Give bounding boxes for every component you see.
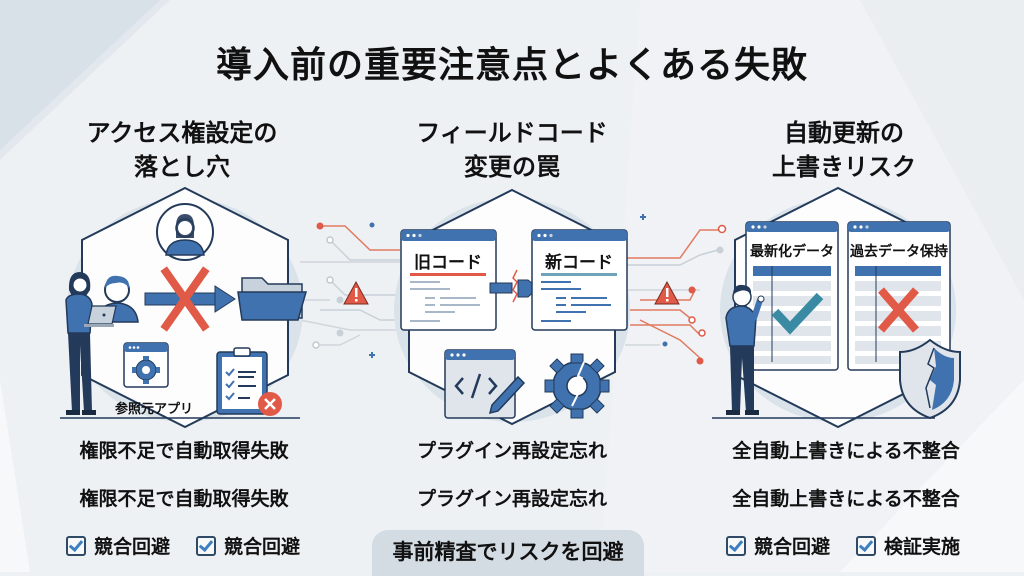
illustration-access: 参照元アプリ	[60, 186, 307, 429]
check-item: 競合回避	[726, 532, 830, 559]
folder-icon	[237, 277, 307, 321]
latest-data-window: 最新化データ	[745, 221, 839, 371]
check-label: 検証実施	[884, 536, 961, 558]
summary-banner: 事前精査でリスクを回避	[372, 530, 644, 576]
illustration-autoupdate: 最新化データ 過去データ保持	[712, 186, 961, 429]
column-title-access: アクセス権設定の 落とし穴	[32, 116, 332, 184]
illustration-fieldcode: 旧コード 新コード	[394, 188, 630, 426]
person-with-laptop-icon	[65, 272, 117, 415]
column-title-line1: フィールドコード	[416, 119, 608, 147]
description-autoupdate-1: 全自動上書きによる不整合	[732, 440, 960, 462]
column-title-line1: 自動更新の	[784, 119, 904, 147]
description-access-2: 権限不足で自動取得失敗	[79, 488, 289, 510]
description-fieldcode-2: プラグイン再設定忘れ	[416, 488, 607, 510]
column-title-line1: アクセス権設定の	[86, 119, 278, 147]
old-code-window-icon: 旧コード	[400, 229, 497, 331]
checkbox-checked-icon	[66, 535, 86, 556]
check-item: 競合回避	[66, 532, 170, 559]
check-label: 競合回避	[754, 536, 831, 558]
checklist-error-icon	[216, 347, 282, 416]
warning-icon-right	[654, 280, 680, 305]
checkbox-checked-icon	[196, 535, 217, 556]
description-access-1: 権限不足で自動取得失敗	[79, 440, 289, 462]
check-item: 競合回避	[196, 532, 300, 559]
past-data-label: 過去データ保持	[849, 243, 948, 260]
checkbox-checked-icon	[856, 535, 877, 556]
column-title-fieldcode: フィールドコード 変更の罠	[362, 116, 662, 184]
past-data-window: 過去データ保持	[847, 221, 951, 371]
presenter-icon	[725, 284, 765, 415]
user-avatar-icon	[156, 203, 214, 261]
column-title-line2: 変更の罠	[464, 153, 560, 181]
latest-data-label: 最新化データ	[750, 243, 834, 260]
column-title-line2: 落とし穴	[134, 153, 230, 181]
description-autoupdate-2: 全自動上書きによる不整合	[732, 488, 960, 510]
broken-gear-icon	[544, 353, 610, 419]
check-label: 競合回避	[94, 536, 171, 558]
app-settings-icon	[123, 342, 169, 388]
column-title-line2: 上書きリスク	[772, 153, 916, 181]
description-fieldcode-1: プラグイン再設定忘れ	[416, 440, 607, 462]
checkmark-icon	[771, 292, 824, 335]
broken-shield-icon	[899, 338, 961, 420]
old-code-label: 旧コード	[414, 253, 482, 273]
new-code-window-icon: 新コード	[531, 229, 628, 331]
bg-diagonal-bottom-right	[840, 380, 1024, 572]
code-edit-icon	[444, 349, 526, 419]
cross-icon	[877, 287, 920, 333]
blocked-arrow-icon	[144, 266, 236, 332]
checkbox-checked-icon	[726, 535, 746, 556]
new-code-label: 新コード	[545, 252, 613, 273]
app-label: 参照元アプリ	[115, 401, 193, 417]
circuit-lines-left	[299, 222, 400, 358]
circuit-lines-right	[625, 214, 727, 365]
check-label: 競合回避	[224, 536, 301, 558]
checklist-autoupdate: 競合回避 検証実施	[726, 532, 960, 559]
checklist-access: 競合回避 競合回避	[66, 532, 300, 559]
column-title-autoupdate: 自動更新の 上書きリスク	[694, 116, 994, 184]
page-title: 導入前の重要注意点とよくある失敗	[215, 45, 808, 86]
warning-icon-left	[343, 280, 369, 305]
check-item: 検証実施	[856, 532, 960, 559]
